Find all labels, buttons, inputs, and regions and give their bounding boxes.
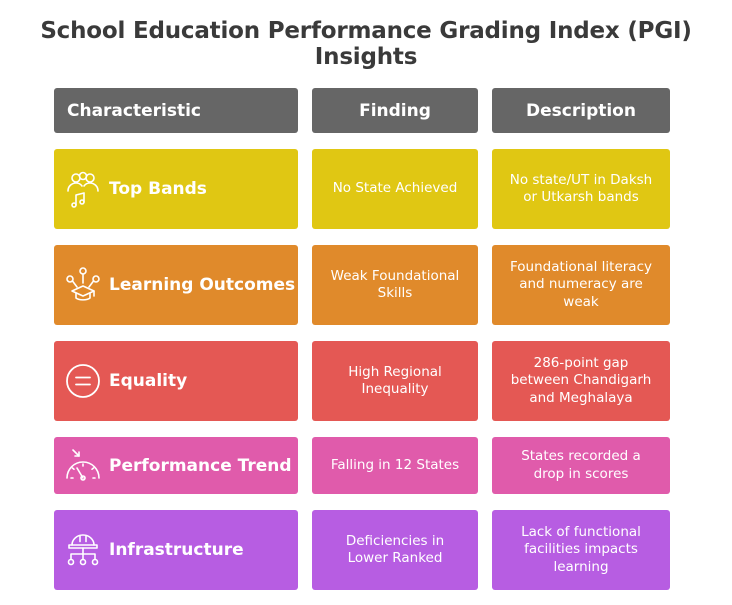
row-equality-description: 286-point gap between Chandigarh and Meg… <box>492 341 670 421</box>
row-learning-outcomes-finding: Weak Foundational Skills <box>312 245 478 325</box>
row-equality-finding: High Regional Inequality <box>312 341 478 421</box>
group-music-icon <box>63 169 103 209</box>
row-label: Top Bands <box>109 179 207 199</box>
row-performance-trend-description: States recorded a drop in scores <box>492 437 670 494</box>
row-label: Equality <box>109 371 188 391</box>
header-description: Description <box>492 88 670 133</box>
row-equality-characteristic: Equality <box>54 341 298 421</box>
row-infrastructure-finding: Deficiencies in Lower Ranked <box>312 510 478 590</box>
gauge-down-icon <box>63 446 103 486</box>
page-title: School Education Performance Grading Ind… <box>40 18 692 70</box>
row-label: Performance Trend <box>109 455 292 476</box>
row-label: Infrastructure <box>109 540 244 560</box>
hardhat-network-icon <box>63 530 103 570</box>
row-label: Learning Outcomes <box>109 275 296 295</box>
row-learning-outcomes-characteristic: Learning Outcomes <box>54 245 298 325</box>
header-characteristic: Characteristic <box>54 88 298 133</box>
row-performance-trend-finding: Falling in 12 States <box>312 437 478 494</box>
row-performance-trend-characteristic: Performance Trend <box>54 437 298 494</box>
header-finding: Finding <box>312 88 478 133</box>
graduation-cap-network-icon <box>63 265 103 305</box>
row-top-bands-description: No state/UT in Daksh or Utkarsh bands <box>492 149 670 229</box>
equals-circle-icon <box>63 361 103 401</box>
row-learning-outcomes-description: Foundational literacy and numeracy are w… <box>492 245 670 325</box>
row-infrastructure-description: Lack of functional facilities impacts le… <box>492 510 670 590</box>
row-top-bands-finding: No State Achieved <box>312 149 478 229</box>
row-infrastructure-characteristic: Infrastructure <box>54 510 298 590</box>
row-top-bands-characteristic: Top Bands <box>54 149 298 229</box>
